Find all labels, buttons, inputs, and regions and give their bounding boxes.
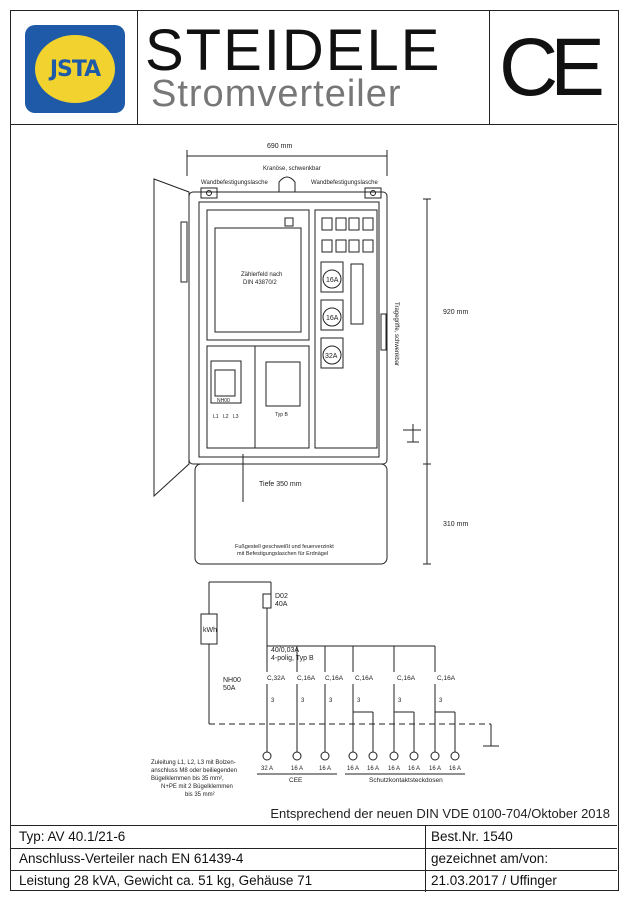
brand-subtitle: Stromverteiler xyxy=(151,73,402,115)
schuko-group-label: Schutzkontaktsteckdosen xyxy=(369,777,443,784)
schuko-rating: 16 A xyxy=(367,766,379,772)
base-note-1: Fußgestell geschweißt und feuerverzinkt xyxy=(235,544,334,550)
pole-label: 3 xyxy=(329,698,333,704)
cee-group-label: CEE xyxy=(289,777,303,784)
cee-rating: 16 A xyxy=(291,766,303,772)
jsta-logo: JSTA xyxy=(25,25,125,113)
table-row: Typ: AV 40.1/21-6 Best.Nr. 1540 xyxy=(11,826,617,849)
feed-note-line: Zuleitung L1, L2, L3 mit Bolzen- xyxy=(151,760,236,766)
schuko-rating: 16 A xyxy=(408,766,420,772)
pole-label: 3 xyxy=(398,698,402,704)
breaker-label: C,16A xyxy=(397,675,416,682)
ce-cell: CE xyxy=(489,11,617,124)
dim-height: 920 mm xyxy=(443,309,468,316)
breaker-label: C,16A xyxy=(437,675,456,682)
feed-note-line: N+PE mit 2 Bügelklemmen xyxy=(161,784,233,790)
breaker-label: C,16A xyxy=(355,675,374,682)
phase-l2: L2 xyxy=(223,414,229,420)
technical-drawing: 690 mm Kranöse, schwenkbar Wandbefestigu… xyxy=(151,143,499,798)
phase-l1: L1 xyxy=(213,414,219,420)
logo-text: JSTA xyxy=(49,57,101,82)
specs-cell: Leistung 28 kVA, Gewicht ca. 51 kg, Gehä… xyxy=(19,873,313,888)
feed-note-line: anschluss M8 oder beiliegenden xyxy=(151,768,237,774)
pole-label: 3 xyxy=(357,698,361,704)
breaker-label: C,32A xyxy=(267,675,286,682)
pole-label: 3 xyxy=(439,698,443,704)
nh00-panel-label: NH00 xyxy=(217,398,230,404)
schuko-rating: 16 A xyxy=(347,766,359,772)
depth-label: Tiefe 350 mm xyxy=(259,481,302,488)
schuko-rating: 16 A xyxy=(449,766,461,772)
rcd-label-1: 40/0,03A xyxy=(271,647,299,654)
description-cell: Anschluss-Verteiler nach EN 61439-4 xyxy=(19,851,244,866)
schuko-rating: 16 A xyxy=(388,766,400,772)
pole-label: 3 xyxy=(271,698,275,704)
standard-note: Entsprechend der neuen DIN VDE 0100-704/… xyxy=(270,806,610,821)
nh00-rating: 50A xyxy=(223,685,236,692)
drawn-label-cell: gezeichnet am/von: xyxy=(431,851,549,866)
d02-rating: 40A xyxy=(275,601,288,608)
dim-base: 310 mm xyxy=(443,521,468,528)
brand-cell: STEIDELE Stromverteiler xyxy=(137,11,490,124)
breaker-label: C,16A xyxy=(297,675,316,682)
base-note-2: mit Befestigungslaschen für Erdnägel xyxy=(237,551,328,557)
meter-field-label-2: DIN 43870/2 xyxy=(243,280,277,286)
brand-name: STEIDELE xyxy=(145,18,442,83)
logo-oval: JSTA xyxy=(35,35,115,103)
table-row: Leistung 28 kVA, Gewicht ca. 51 kg, Gehä… xyxy=(11,870,617,892)
table-row: Anschluss-Verteiler nach EN 61439-4 geze… xyxy=(11,848,617,871)
socket-label-32a: 32A xyxy=(325,353,338,360)
typ-b-label: Typ B xyxy=(275,412,288,418)
socket-label-16a-1: 16A xyxy=(326,277,339,284)
feed-note-line: Bügelklemmen bis 35 mm², xyxy=(151,776,224,782)
title-block-table: Typ: AV 40.1/21-6 Best.Nr. 1540 Anschlus… xyxy=(11,825,617,892)
cee-rating: 32 A xyxy=(261,766,273,772)
handle-label: Tragegriffe, schwenkbar xyxy=(393,302,399,366)
breaker-label: C,16A xyxy=(325,675,344,682)
socket-label-16a-2: 16A xyxy=(326,315,339,322)
dim-width: 690 mm xyxy=(267,143,292,150)
pole-label: 3 xyxy=(301,698,305,704)
nh00-label: NH00 xyxy=(223,677,241,684)
drawing-sheet: JSTA STEIDELE Stromverteiler CE xyxy=(10,10,619,892)
meter-field-label-1: Zählerfeld nach xyxy=(241,272,282,278)
schuko-rating: 16 A xyxy=(429,766,441,772)
cee-rating: 16 A xyxy=(319,766,331,772)
order-number-cell: Best.Nr. 1540 xyxy=(431,829,513,844)
drawn-value-cell: 21.03.2017 / Uffinger xyxy=(431,873,557,888)
kwh-label: kWh xyxy=(203,627,217,634)
d02-label: D02 xyxy=(275,593,288,600)
table-divider xyxy=(425,826,426,892)
wall-bracket-left-label: Wandbefestigungslasche xyxy=(201,180,268,186)
phase-l3: L3 xyxy=(233,414,239,420)
wall-bracket-right-label: Wandbefestigungslasche xyxy=(311,180,378,186)
title-header: JSTA STEIDELE Stromverteiler CE xyxy=(11,11,617,125)
ce-mark: CE xyxy=(499,22,605,113)
logo-cell: JSTA xyxy=(11,11,138,124)
rcd-label-2: 4-polig, Typ B xyxy=(271,655,314,662)
crane-eye-label: Kranöse, schwenkbar xyxy=(263,166,321,172)
feed-note-line: bis 35 mm² xyxy=(185,792,215,798)
type-cell: Typ: AV 40.1/21-6 xyxy=(19,829,126,844)
